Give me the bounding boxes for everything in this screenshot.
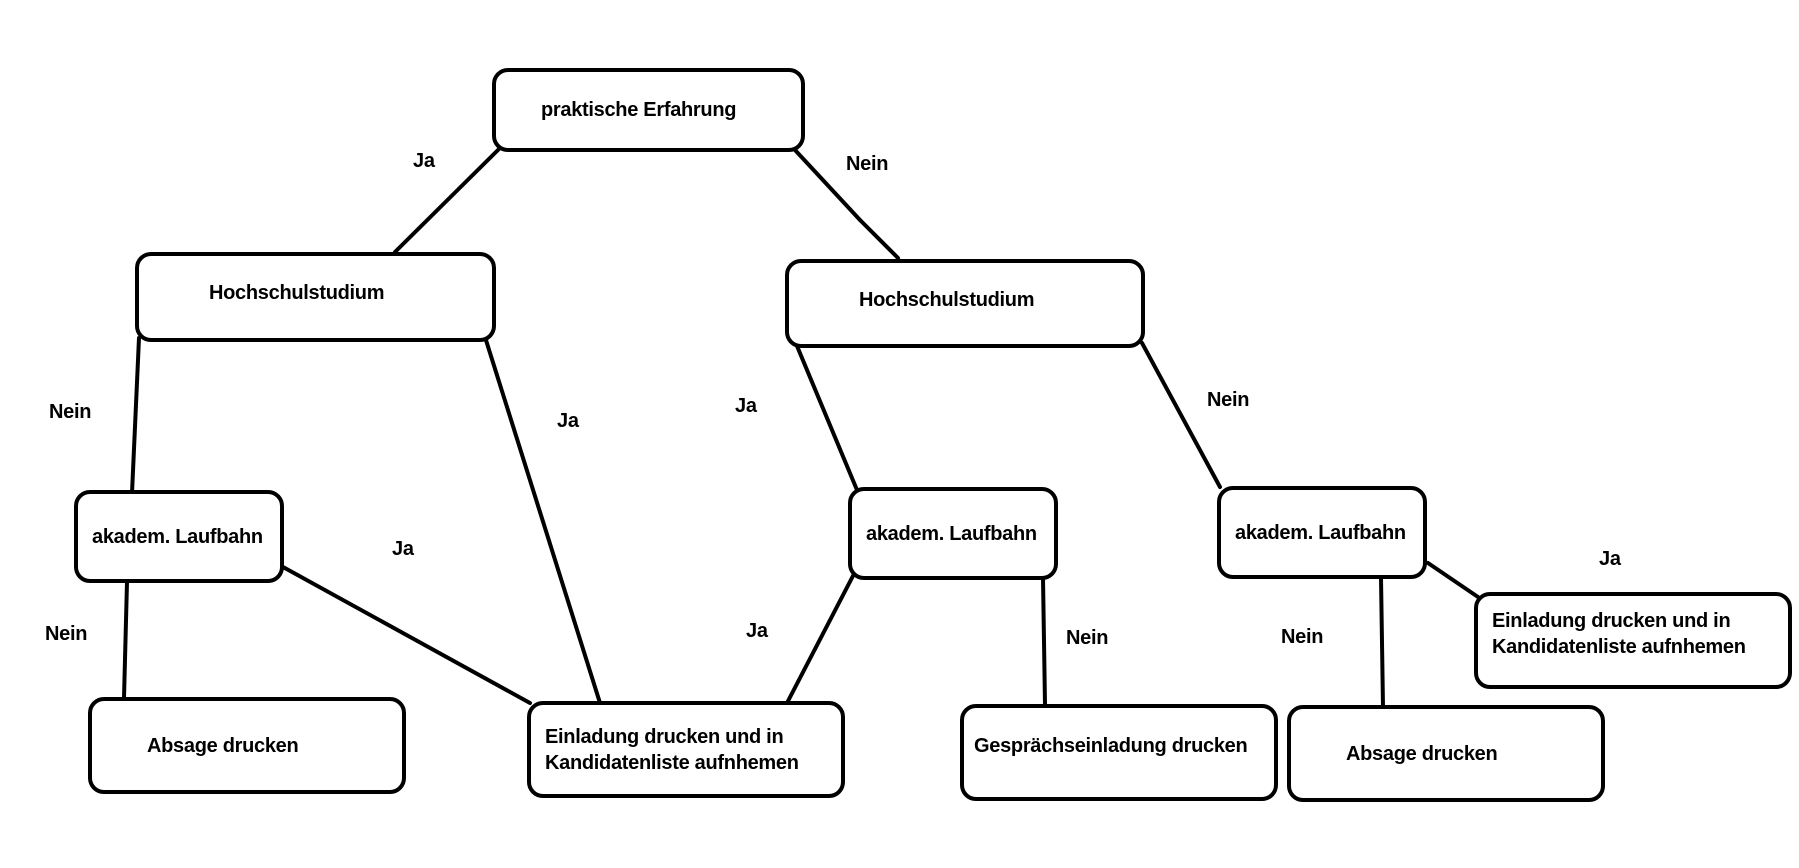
edge-label-career-left-to-reject-left: Nein: [45, 623, 88, 645]
node-invite-list-right-label: Einladung drucken und in Kandidatenliste…: [1492, 610, 1746, 658]
edge-root-to-uni-left: [393, 146, 502, 254]
node-career-right: akadem. Laufbahn: [1217, 486, 1427, 579]
node-interview-invite: Gesprächseinladung drucken: [960, 704, 1278, 801]
node-career-left: akadem. Laufbahn: [74, 490, 284, 583]
node-career-mid: akadem. Laufbahn: [848, 487, 1058, 580]
node-career-right-label: akadem. Laufbahn: [1235, 521, 1406, 544]
node-reject-right: Absage drucken: [1287, 705, 1605, 802]
edge-label-uni-left-to-invite-mid: Ja: [557, 410, 579, 432]
edge-career-mid-to-interview: [1041, 576, 1047, 707]
edge-label-uni-right-to-career-mid: Ja: [735, 395, 757, 417]
node-reject-left: Absage drucken: [88, 697, 406, 794]
edge-uni-left-to-career-left: [130, 336, 141, 495]
node-uni-right-label: Hochschulstudium: [859, 289, 1035, 311]
edge-label-root-to-uni-left: Ja: [413, 150, 435, 172]
edge-career-left-to-reject-left: [122, 580, 129, 700]
node-career-left-label: akadem. Laufbahn: [92, 525, 263, 548]
node-interview-invite-label: Gesprächseinladung drucken: [974, 735, 1248, 757]
edge-label-career-right-to-invite-right: Ja: [1599, 548, 1621, 570]
edge-career-mid-to-invite-mid: [785, 570, 857, 705]
node-invite-list-mid-label: Einladung drucken und in Kandidatenliste…: [545, 725, 799, 774]
edge-label-root-to-uni-right: Nein: [846, 153, 889, 175]
edge-label-career-left-to-invite-mid: Ja: [392, 538, 414, 560]
edge-label-career-mid-to-interview: Nein: [1066, 627, 1109, 649]
edge-career-right-to-invite-right: [1426, 561, 1480, 599]
node-uni-left-label: Hochschulstudium: [209, 282, 385, 304]
node-career-mid-label: akadem. Laufbahn: [866, 522, 1037, 545]
node-root-label: praktische Erfahrung: [541, 99, 737, 121]
node-reject-right-label: Absage drucken: [1346, 742, 1498, 765]
edge-uni-right-to-career-mid: [795, 344, 859, 492]
node-uni-left: Hochschulstudium: [135, 252, 496, 342]
edge-career-left-to-invite-mid: [281, 565, 532, 705]
edge-uni-right-to-career-right: [1140, 341, 1222, 489]
edge-career-right-to-reject-right: [1379, 576, 1385, 709]
node-reject-left-label: Absage drucken: [147, 734, 299, 757]
node-root-practical-experience: praktische Erfahrung: [492, 68, 805, 152]
edge-label-career-mid-to-invite-mid: Ja: [746, 620, 768, 642]
node-invite-list-mid: Einladung drucken und in Kandidatenliste…: [527, 701, 845, 798]
node-invite-list-right: Einladung drucken und in Kandidatenliste…: [1474, 592, 1792, 689]
edge-label-uni-left-to-career-left: Nein: [49, 401, 92, 423]
edge-root-to-uni-right-tail: [858, 218, 900, 260]
edge-label-career-right-to-reject-right: Nein: [1281, 626, 1324, 648]
edge-root-to-uni-right: [793, 148, 862, 222]
node-uni-right: Hochschulstudium: [785, 259, 1145, 348]
edge-uni-left-to-invite-mid: [483, 335, 602, 705]
edge-label-uni-right-to-career-right: Nein: [1207, 389, 1250, 411]
